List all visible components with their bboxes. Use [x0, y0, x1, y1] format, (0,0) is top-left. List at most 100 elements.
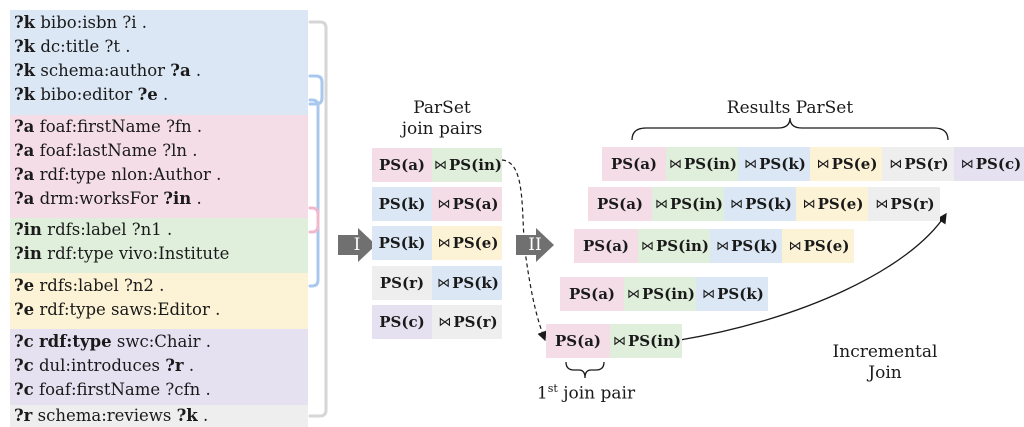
- subject-variable: ?c: [14, 356, 34, 375]
- stage-number: II: [528, 235, 542, 255]
- parset-label: PS(r): [379, 274, 425, 292]
- stage-arrow-1: I: [338, 228, 376, 262]
- triple-pattern: ?c dul:introduces ?r .: [14, 356, 194, 376]
- pattern-text: foaf:firstName ?fn .: [34, 117, 203, 136]
- group-band-in: [10, 218, 308, 273]
- join-operator-icon: ⋈: [960, 156, 974, 172]
- arrow-shape-icon: [338, 228, 376, 262]
- subject-variable: ?a: [14, 165, 35, 184]
- triple-pattern: ?k dc:title ?t .: [14, 37, 131, 57]
- incremental-join-arrow: [679, 212, 947, 341]
- parset-cell-k: ⋈PS(k): [724, 187, 796, 221]
- subject-variable: ?a: [14, 141, 35, 160]
- parset-cell-c: PS(c): [372, 305, 432, 339]
- parset-cell-k: ⋈PS(k): [432, 266, 502, 300]
- parset-title-line: ParSet: [413, 98, 471, 118]
- join-operator-icon: ⋈: [875, 196, 889, 212]
- parset-label: PS(c): [379, 313, 425, 331]
- result-row: PS(a)⋈PS(in)⋈PS(k): [560, 277, 768, 311]
- pattern-text: schema:author: [35, 61, 171, 80]
- object-variable: ?r: [165, 356, 184, 375]
- parset-label: PS(in): [642, 285, 695, 303]
- pattern-text: .: [197, 406, 209, 425]
- triple-pattern: ?a foaf:lastName ?ln .: [14, 141, 198, 161]
- results-title-text: Results ParSet: [726, 98, 854, 118]
- ordinal-suffix: st: [547, 382, 558, 395]
- triple-pattern: ?k bibo:isbn ?i .: [14, 13, 147, 33]
- triple-pattern: ?k schema:author ?a .: [14, 61, 201, 81]
- parset-cell-a: PS(a): [588, 187, 652, 221]
- join-operator-icon: ⋈: [655, 196, 669, 212]
- pattern-text: schema:reviews: [32, 406, 177, 425]
- parset-label: PS(a): [596, 195, 644, 213]
- predicate-text: rdf:type: [38, 332, 112, 351]
- pattern-text: bibo:editor: [35, 85, 138, 104]
- pattern-text: rdf:type saws:Editor .: [34, 300, 221, 319]
- join-operator-icon: ⋈: [802, 196, 816, 212]
- triple-pattern: ?r schema:reviews ?k .: [14, 406, 208, 426]
- first-join-label: 1st join pair: [526, 378, 646, 405]
- parset-cell-a: PS(a): [546, 324, 610, 358]
- parset-cell-in: ⋈PS(in): [638, 229, 710, 263]
- parset-label: PS(a): [582, 237, 630, 255]
- parset-label: PS(a): [554, 332, 602, 350]
- incremental-line: Incremental: [832, 342, 938, 362]
- pattern-text: .: [157, 85, 169, 104]
- parset-cell-in: ⋈PS(in): [652, 187, 724, 221]
- parset-cell-e: ⋈PS(e): [782, 229, 854, 263]
- parset-label: PS(k): [759, 155, 806, 173]
- bracket-r-k: [308, 20, 328, 418]
- join-operator-icon: ⋈: [716, 238, 730, 254]
- triple-pattern: ?e rdf:type saws:Editor .: [14, 300, 220, 320]
- parset-label: PS(a): [378, 156, 426, 174]
- arrow-shape-icon: [516, 228, 554, 262]
- parset-cell-r: ⋈PS(r): [868, 187, 940, 221]
- subject-variable: ?e: [14, 276, 35, 295]
- group-band-c: [10, 329, 308, 405]
- parset-cell-e: ⋈PS(e): [810, 147, 882, 181]
- join-operator-icon: ⋈: [437, 196, 451, 212]
- join-pair: PS(r) ⋈PS(k): [372, 266, 502, 300]
- first-join-text: join pair: [557, 383, 636, 404]
- parset-label: PS(r): [890, 195, 935, 213]
- join-operator-icon: ⋈: [816, 156, 830, 172]
- result-row: PS(a)⋈PS(in)⋈PS(k)⋈PS(e)⋈PS(r)⋈PS(c): [602, 147, 1024, 181]
- parset-label: PS(e): [817, 195, 864, 213]
- parset-cell-in: ⋈PS(in): [624, 277, 696, 311]
- triple-pattern: ?in rdfs:label ?n1 .: [14, 220, 172, 240]
- pattern-text: rdfs:label ?n2 .: [34, 276, 165, 295]
- parset-label: PS(k): [717, 285, 764, 303]
- triple-pattern: ?a drm:worksFor ?in .: [14, 189, 202, 209]
- object-variable: ?in: [163, 189, 192, 208]
- pattern-text: swc:Chair .: [111, 332, 212, 351]
- parset-label: PS(k): [731, 237, 778, 255]
- subject-variable: ?in: [14, 244, 42, 263]
- parset-label: PS(c): [975, 155, 1022, 173]
- parset-cell-k: ⋈PS(k): [738, 147, 810, 181]
- pattern-text: foaf:firstName ?cfn .: [33, 380, 211, 399]
- pattern-text: rdf:type vivo:Institute: [41, 244, 230, 263]
- parset-label: PS(a): [610, 155, 658, 173]
- parset-cell-e: ⋈PS(e): [796, 187, 868, 221]
- parset-cell-c: ⋈PS(c): [954, 147, 1024, 181]
- triple-pattern: ?in rdf:type vivo:Institute: [14, 244, 229, 264]
- pattern-text: foaf:lastName ?ln .: [34, 141, 198, 160]
- parset-cell-a: PS(a): [574, 229, 638, 263]
- bracket-k-e: [308, 98, 320, 288]
- first-pair-brace: [565, 361, 605, 379]
- subject-variable: ?a: [14, 117, 35, 136]
- parset-label: PS(in): [684, 155, 737, 173]
- triple-pattern: ?a foaf:firstName ?fn .: [14, 117, 202, 137]
- join-operator-icon: ⋈: [613, 333, 627, 349]
- parset-label: PS(k): [378, 195, 426, 213]
- parset-cell-in: ⋈PS(in): [610, 324, 682, 358]
- subject-variable: ?k: [14, 85, 36, 104]
- subject-variable: ?k: [14, 13, 36, 32]
- subject-variable: ?k: [14, 37, 36, 56]
- parset-cell-a: PS(a): [602, 147, 666, 181]
- join-operator-icon: ⋈: [889, 156, 903, 172]
